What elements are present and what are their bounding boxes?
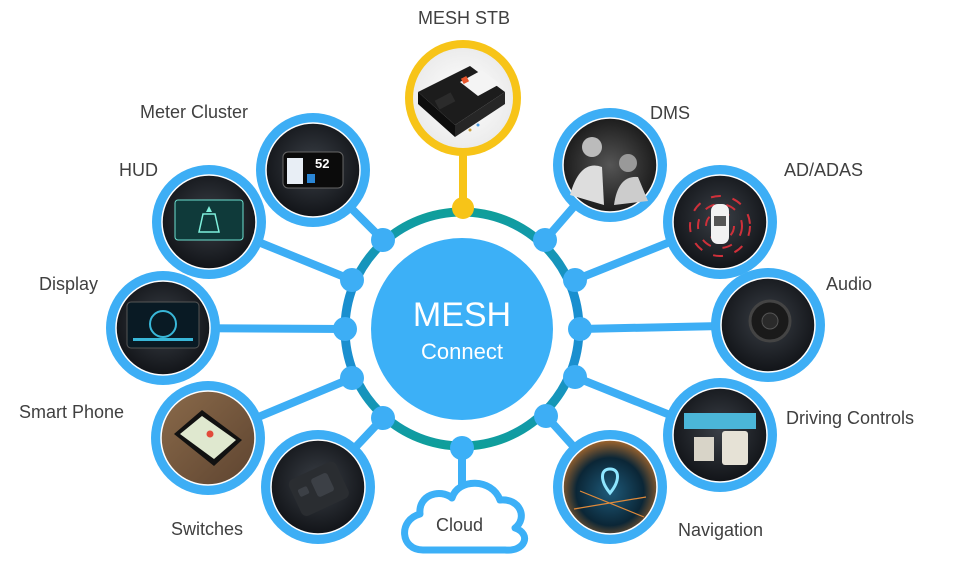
cloud-icon — [401, 479, 529, 554]
hub-title: MESH — [412, 296, 512, 334]
set-top-box-icon — [418, 66, 505, 137]
junction-dot-driving-controls — [563, 365, 587, 389]
driving-simulator-photo — [672, 387, 768, 483]
radar-wave-icon — [705, 211, 735, 241]
label-switches: Switches — [171, 519, 244, 539]
label-display: Display — [39, 274, 99, 294]
label-driving-controls: Driving Controls — [786, 408, 915, 428]
featured-node-mesh-stb[interactable] — [405, 40, 521, 219]
simulator-seat-icon — [722, 431, 748, 465]
map-pin-icon — [206, 430, 214, 438]
node-switches[interactable] — [261, 430, 375, 544]
label-audio: Audio — [826, 274, 873, 294]
driver-head-icon — [582, 137, 602, 157]
junction-dot-navigation — [534, 404, 558, 428]
cloud-node[interactable] — [401, 436, 529, 554]
hub-subtitle: Connect — [421, 339, 503, 364]
hud-screen-icon — [174, 199, 244, 241]
featured-junction-dot — [452, 197, 474, 219]
display-screen-icon — [126, 301, 200, 349]
label-ad-adas: AD/ADAS — [784, 160, 864, 180]
node-smart-phone[interactable] — [151, 381, 265, 495]
node-ad-adas[interactable] — [663, 165, 777, 279]
label-hud: HUD — [119, 160, 158, 180]
ring-junction-dots — [333, 228, 592, 430]
junction-dot-meter-cluster — [371, 228, 395, 252]
label-cloud: Cloud — [436, 515, 484, 535]
node-hud[interactable] — [152, 165, 266, 279]
location-pin-icon — [601, 467, 619, 496]
node-display[interactable] — [106, 271, 220, 385]
node-driving-controls[interactable] — [663, 378, 777, 492]
node-audio[interactable] — [711, 268, 825, 382]
junction-dot-switches — [371, 406, 395, 430]
junction-dot-ad-adas — [563, 268, 587, 292]
node-navigation[interactable] — [553, 430, 667, 544]
label-meter-cluster: Meter Cluster — [140, 102, 249, 122]
label-navigation: Navigation — [678, 520, 764, 540]
label-dms: DMS — [650, 103, 690, 123]
passenger-head-icon — [619, 154, 637, 172]
junction-dot-dms — [533, 228, 557, 252]
simulator-screens-icon — [684, 413, 756, 429]
radar-wave-icon — [689, 195, 751, 257]
junction-dot-hud — [340, 268, 364, 292]
node-dms[interactable] — [553, 108, 667, 222]
radar-wave-icon — [697, 203, 743, 249]
cluster-speed-readout: 52 — [315, 156, 329, 171]
navigation-pin-photo — [562, 439, 658, 535]
junction-dot-smart-phone — [340, 366, 364, 390]
label-mesh-stb: MESH STB — [418, 8, 511, 28]
junction-dot-display — [333, 317, 357, 341]
label-smart-phone: Smart Phone — [19, 402, 125, 422]
cloud-junction-dot — [450, 436, 474, 460]
hub-circle[interactable] — [371, 238, 553, 420]
junction-dot-audio — [568, 317, 592, 341]
node-meter-cluster[interactable]: 52 — [256, 113, 370, 227]
